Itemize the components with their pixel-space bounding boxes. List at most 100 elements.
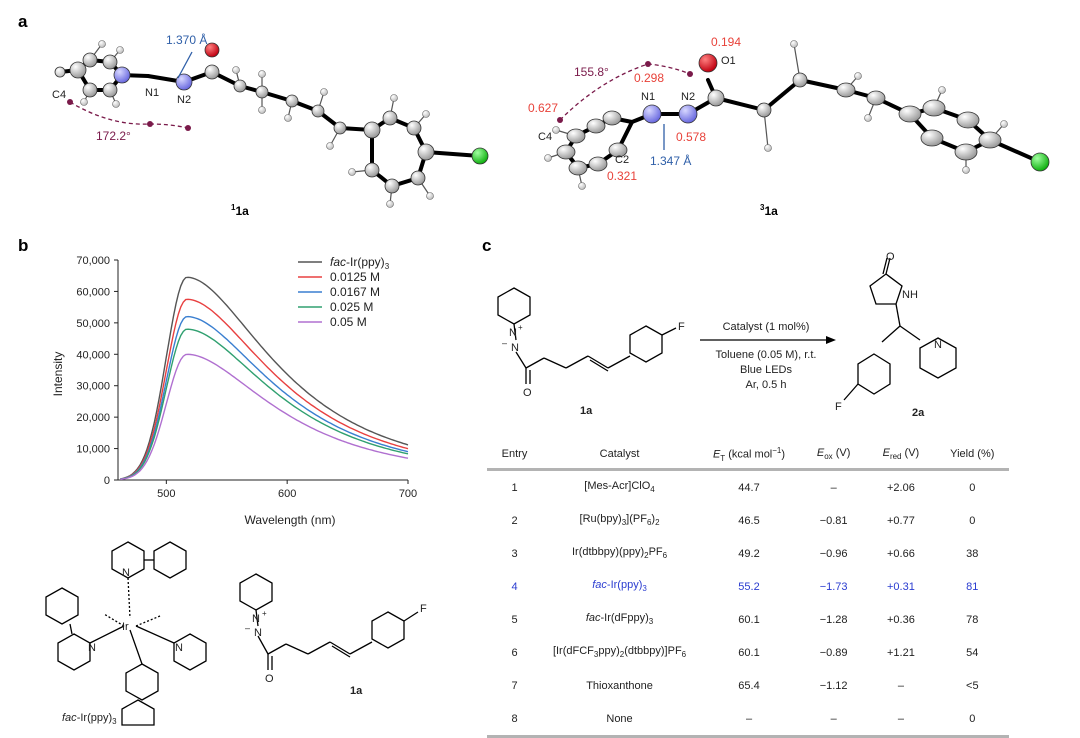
reagent-label: Catalyst (1 mol%) xyxy=(723,321,810,333)
cell-et: 46.5 xyxy=(738,514,760,527)
cell-ered: +2.06 xyxy=(886,481,915,494)
cell-yield: 38 xyxy=(966,547,979,560)
y-tick-label: 60,000 xyxy=(76,286,110,298)
sub-fluorine: F xyxy=(420,603,427,615)
series-curve-4 xyxy=(120,353,409,480)
cell-catalyst: fac-Ir(ppy)3 xyxy=(592,579,647,594)
cell-entry: 1 xyxy=(511,481,518,494)
y-tick-label: 30,000 xyxy=(76,381,110,393)
cell-entry: 7 xyxy=(511,679,518,692)
atom-oxygen-right xyxy=(698,53,718,73)
scheme-sm-bonds xyxy=(497,287,677,384)
y-tick-label: 40,000 xyxy=(76,349,110,361)
cell-yield: 0 xyxy=(969,481,976,494)
cell-catalyst: fac-Ir(dFppy)3 xyxy=(585,612,654,627)
ir-n-left: N xyxy=(88,642,96,654)
header-eox: Eox (V) xyxy=(816,446,851,462)
atom-n1-left xyxy=(113,66,131,84)
scheme-sm-oxygen: O xyxy=(523,387,532,399)
y-tick-label: 0 xyxy=(104,475,110,487)
left-bond-length: 1.370 Å xyxy=(166,32,207,47)
legend-label-4: 0.05 M xyxy=(330,315,367,329)
right-charge-c4: 0.627 xyxy=(528,101,558,115)
legend-label-3: 0.025 M xyxy=(330,300,373,314)
cell-et: 60.1 xyxy=(738,646,760,659)
header-yield: Yield (%) xyxy=(950,448,995,460)
right-charge-n2: 0.578 xyxy=(676,130,706,144)
cell-eox: – xyxy=(830,481,837,494)
right-o1-label: O1 xyxy=(721,55,736,67)
ir-n-top: N xyxy=(122,567,130,579)
panel-b-structures: Ir N N N fac-Ir(ppy)3 N + N – O F 1a xyxy=(45,541,427,726)
right-molecule-atoms xyxy=(556,53,1050,176)
scheme-plus: + xyxy=(518,323,523,332)
condition-1: Toluene (0.05 M), r.t. xyxy=(716,349,817,361)
header-et: ET (kcal mol−1) xyxy=(712,445,786,463)
cell-eox: −0.81 xyxy=(819,514,848,527)
cell-et: – xyxy=(745,712,753,725)
sub-label-1a: 1a xyxy=(350,685,363,697)
table-row: 1 [Mes-Acr]ClO4 44.7 – +2.06 0 xyxy=(487,471,1009,504)
scheme-product-bonds xyxy=(843,257,957,401)
y-tick-label: 10,000 xyxy=(76,444,110,456)
cell-entry: 4 xyxy=(511,580,518,593)
panel-label-b: b xyxy=(18,236,29,255)
cell-entry: 5 xyxy=(511,613,518,626)
scheme-sm-fluorine: F xyxy=(678,321,685,333)
product-fluorine: F xyxy=(835,401,842,413)
header-entry: Entry xyxy=(501,448,528,460)
left-n2-label: N2 xyxy=(177,94,191,106)
cell-catalyst: [Mes-Acr]ClO4 xyxy=(584,480,655,495)
chart-curves xyxy=(120,276,409,480)
cell-catalyst: [Ir(dFCF3ppy)2(dtbbpy)]PF6 xyxy=(552,645,687,660)
cell-entry: 6 xyxy=(511,646,518,659)
iridium-label: Ir xyxy=(122,621,129,633)
ir-complex-label: fac-Ir(ppy)3 xyxy=(62,712,117,726)
scheme-n-minus: N xyxy=(511,342,519,354)
scheme-n-plus: N xyxy=(509,327,517,339)
cell-yield: 0 xyxy=(969,514,976,527)
cell-catalyst: None xyxy=(606,712,633,725)
cell-eox: −1.73 xyxy=(819,580,848,593)
right-c2-label: C2 xyxy=(615,154,629,166)
header-catalyst: Catalyst xyxy=(599,448,640,460)
cell-ered: +0.66 xyxy=(886,547,915,560)
cell-ered: – xyxy=(897,679,904,692)
cell-ered: +1.21 xyxy=(886,646,915,659)
catalyst-screening-table: Entry Catalyst ET (kcal mol−1) Eox (V) E… xyxy=(487,440,1009,738)
cell-catalyst: Thioxanthone xyxy=(586,679,653,692)
substrate-1a-bonds xyxy=(239,573,419,670)
y-tick-label: 20,000 xyxy=(76,412,110,424)
chart-axes: 010,00020,00030,00040,00050,00060,00070,… xyxy=(76,255,417,500)
product-nh: NH xyxy=(902,289,918,301)
legend-label-0: fac-Ir(ppy)3 xyxy=(330,255,390,271)
ir-n-right: N xyxy=(175,642,183,654)
atom-n2-right xyxy=(678,104,698,124)
right-n2-label: N2 xyxy=(681,91,695,103)
ir-complex-bonds xyxy=(45,541,207,726)
product-oxygen: O xyxy=(886,251,895,263)
x-tick-label: 600 xyxy=(278,488,296,500)
right-angle: 155.8° xyxy=(574,65,609,79)
cell-eox: −1.12 xyxy=(819,679,848,692)
cell-ered: – xyxy=(897,712,904,725)
cell-ered: +0.36 xyxy=(886,613,915,626)
panel-label-c: c xyxy=(482,236,492,255)
sub-oxygen: O xyxy=(265,673,274,685)
right-charge-c2: 0.321 xyxy=(607,169,637,183)
x-tick-label: 500 xyxy=(157,488,175,500)
emission-chart: 010,00020,00030,00040,00050,00060,00070,… xyxy=(51,255,417,527)
scheme-minus: – xyxy=(502,338,507,348)
cell-et: 65.4 xyxy=(738,679,760,692)
panel-a-structures: 1.370 Å N1 N2 C4 172.2° 11a xyxy=(52,32,1050,218)
left-angle: 172.2° xyxy=(96,129,131,143)
panel-label-a: a xyxy=(18,12,28,31)
cell-et: 44.7 xyxy=(738,481,760,494)
y-axis-label: Intensity xyxy=(51,352,65,397)
scheme-sm-label: 1a xyxy=(580,405,593,417)
cell-eox: −1.28 xyxy=(819,613,848,626)
cell-et: 60.1 xyxy=(738,613,760,626)
